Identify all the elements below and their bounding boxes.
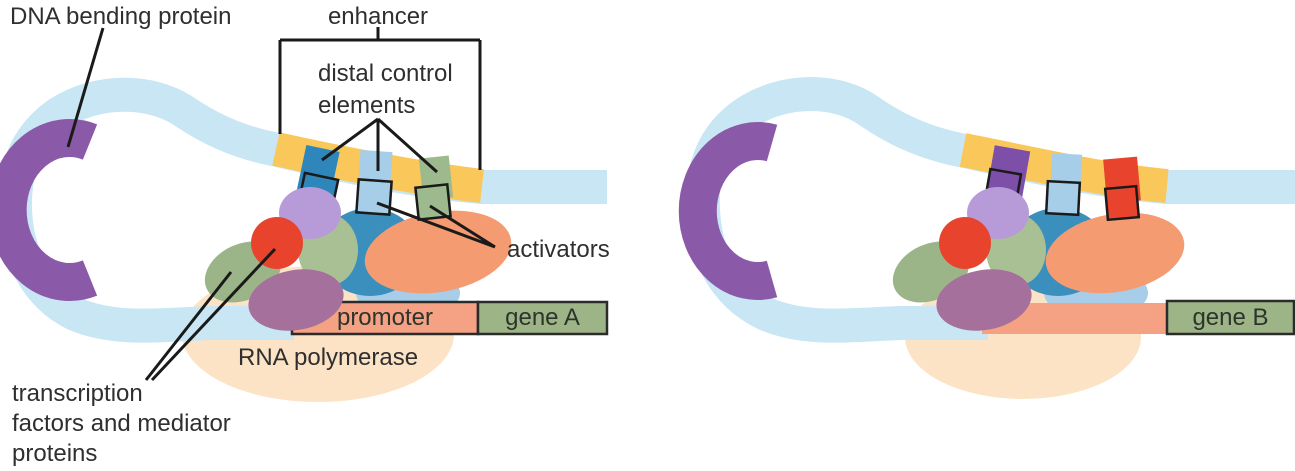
gene-a-box	[476, 300, 609, 336]
protein-orange-ellipse	[364, 210, 512, 294]
gene-b-box	[1165, 299, 1295, 336]
activators-label: activators	[507, 236, 610, 263]
protein-mauve-ellipse	[248, 269, 344, 331]
enhancer-label: enhancer	[327, 3, 429, 30]
transcription-factors-leader-lines	[144, 247, 277, 382]
activator-square-red	[1103, 184, 1141, 222]
protein-red-circle	[251, 217, 303, 269]
left-panel	[0, 27, 609, 402]
right-panel	[678, 77, 1295, 399]
distal-elements-leader-lines	[321, 117, 439, 174]
protein-mauve-ellipse	[936, 269, 1032, 331]
activator-square-light-blue	[355, 178, 393, 216]
dna-bending-protein-label: DNA bending protein	[10, 3, 232, 30]
distal-control-elements-label: distal control elements	[318, 60, 453, 119]
dna-bending-protein-arc	[678, 122, 778, 300]
rna-polymerase-label: RNA polymerase	[238, 344, 419, 371]
gene-a-label: gene A	[505, 304, 580, 331]
activator-square-green	[414, 183, 452, 221]
transcription-factors-label: transcription factors and mediator prote…	[12, 380, 231, 467]
dna-bending-leader-line	[66, 27, 105, 148]
activators-leader-lines	[376, 201, 496, 249]
enhancer-bracket	[278, 27, 482, 170]
protein-orange-ellipse	[1045, 212, 1185, 294]
protein-red-circle	[939, 217, 991, 269]
dna-bending-protein-arc	[0, 119, 98, 301]
promoter-label: promoter	[336, 304, 434, 331]
activator-square-light-blue	[1044, 179, 1082, 217]
gene-b-label: gene B	[1192, 303, 1269, 331]
